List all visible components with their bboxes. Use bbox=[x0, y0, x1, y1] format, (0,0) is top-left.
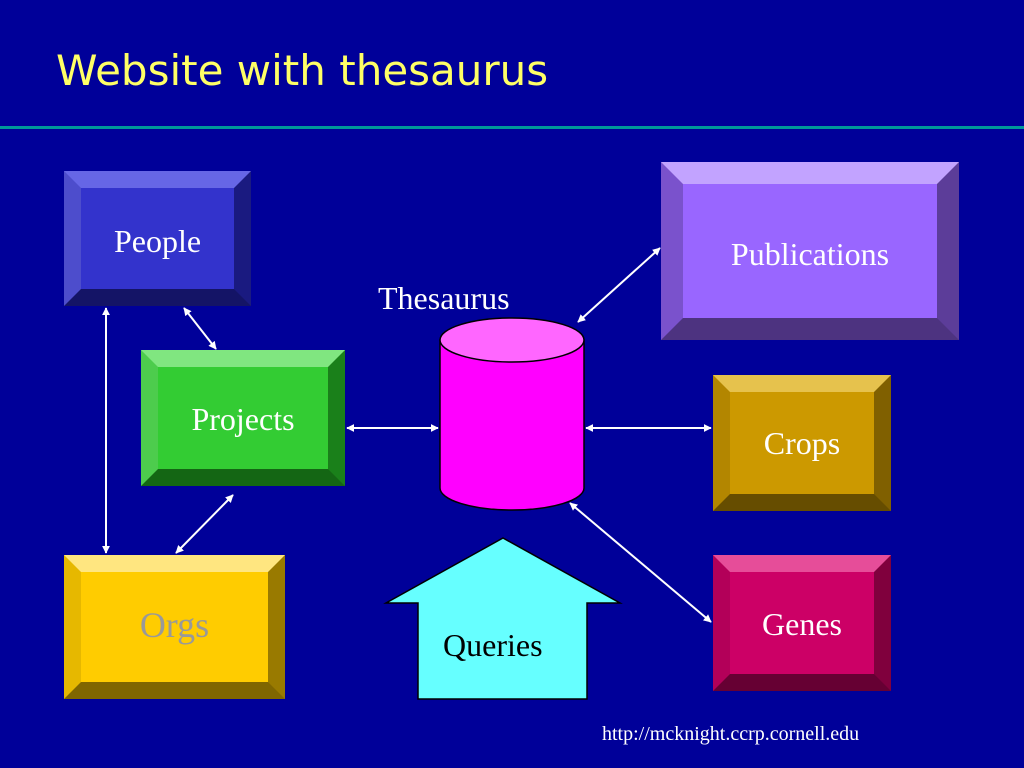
orgs-box bbox=[64, 555, 285, 699]
genes-box bbox=[713, 555, 891, 691]
genes-label: Genes bbox=[730, 572, 874, 674]
crops-box bbox=[713, 375, 891, 511]
thesaurus-label: Thesaurus bbox=[378, 280, 510, 316]
projects-label: Projects bbox=[158, 367, 328, 469]
orgs-label: Orgs bbox=[81, 572, 268, 682]
slide-title: Website with thesaurus bbox=[56, 46, 549, 95]
connector-people-projects bbox=[183, 307, 217, 350]
people-box bbox=[64, 171, 251, 306]
queries-label: Queries bbox=[443, 627, 543, 663]
projects-box bbox=[141, 350, 345, 486]
publications-label: Publications bbox=[683, 184, 937, 318]
title-divider bbox=[0, 126, 1024, 129]
queries-arrow bbox=[383, 537, 623, 700]
source-url: http://mcknight.ccrp.cornell.edu bbox=[602, 723, 860, 745]
publications-box bbox=[661, 162, 959, 340]
connector-thesaurus-genes bbox=[569, 502, 712, 623]
people-label: People bbox=[81, 188, 234, 289]
crops-label: Crops bbox=[730, 392, 874, 494]
thesaurus-cylinder bbox=[439, 317, 585, 511]
connector-projects-orgs bbox=[175, 494, 234, 554]
connector-thesaurus-publications bbox=[577, 247, 661, 323]
